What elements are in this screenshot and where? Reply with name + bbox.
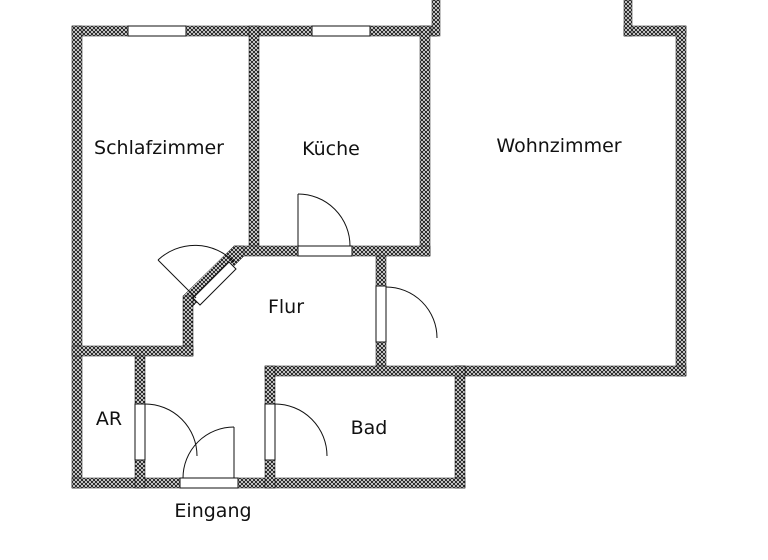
window-kueche [311,25,371,37]
entrance-label: Eingang [174,500,251,522]
room-label-kueche: Küche [302,138,360,160]
window-schlafzimmer [127,25,187,37]
opening-ar [134,403,146,461]
door-openings [134,245,387,489]
opening-wohnzimmer [375,285,387,343]
opening-eingang [179,477,239,489]
room-label-bad: Bad [351,417,388,439]
door-schlafzimmer [157,244,235,299]
opening-bad [264,403,276,461]
door-eingang [182,426,235,479]
windows [127,25,371,37]
room-label-flur: Flur [268,296,304,318]
door-wohnzimmer [385,286,438,339]
opening-kueche [297,245,353,257]
wall-stub-top-right [623,0,633,37]
wall-outer-right [675,25,687,377]
door-kueche [297,193,351,247]
room-label-schlafzimmer: Schlafzimmer [94,137,224,159]
wall-outer-left [71,25,83,489]
room-label-ar: AR [96,408,122,430]
wall-schlaf-bottom [71,345,194,357]
wall-kueche-wohn [419,25,431,257]
door-bad [274,403,328,457]
wall-stub-top [431,0,441,37]
wall-outer-bottom-right [454,365,687,377]
room-label-wohnzimmer: Wohnzimmer [496,135,621,157]
opening-schlafzimmer [192,261,237,306]
door-ar [144,403,198,457]
wall-schlaf-kueche [248,25,260,251]
wall-bad-top [264,365,466,377]
wall-bad-right [454,365,466,489]
doors [144,193,438,479]
walls [71,0,687,489]
